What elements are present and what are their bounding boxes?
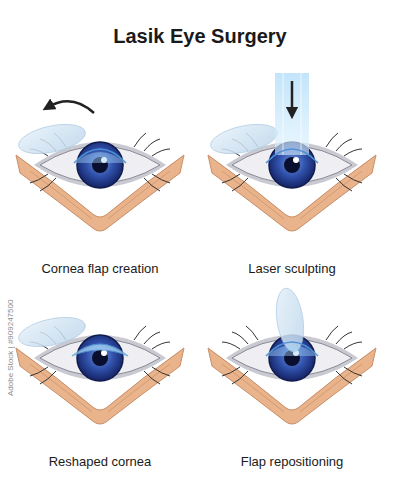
step-caption: Cornea flap creation bbox=[41, 261, 158, 276]
watermark: Adobe Stock | #909247500 bbox=[6, 300, 15, 396]
diagram-title: Lasik Eye Surgery bbox=[113, 25, 286, 48]
step-caption: Flap repositioning bbox=[241, 454, 344, 469]
step-caption: Laser sculpting bbox=[248, 261, 335, 276]
eye-reshaped-cornea bbox=[16, 312, 184, 424]
step-caption: Reshaped cornea bbox=[49, 454, 152, 469]
eye-flap-repositioning bbox=[208, 287, 376, 424]
eye-laser-sculpting bbox=[208, 73, 376, 231]
eye-flap-creation bbox=[16, 101, 184, 231]
